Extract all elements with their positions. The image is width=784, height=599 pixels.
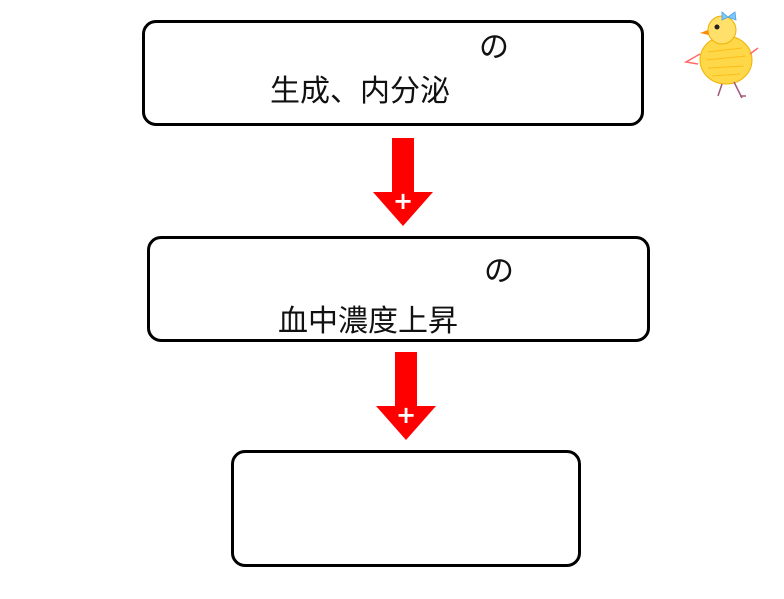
arrow1-head bbox=[373, 192, 433, 226]
arrow1-shaft bbox=[392, 138, 414, 192]
chick-eye bbox=[714, 24, 720, 30]
arrow2-head bbox=[376, 406, 436, 440]
flow-box-2: の 血中濃度上昇 bbox=[147, 236, 650, 342]
chick-beak bbox=[700, 30, 709, 35]
chick-wing-right bbox=[749, 47, 759, 55]
box2-particle-text: の bbox=[484, 254, 514, 289]
flow-box-1: の 生成、内分泌 bbox=[142, 20, 644, 126]
box2-main-text: 血中濃度上昇 bbox=[278, 304, 458, 339]
arrow2-shaft bbox=[395, 352, 417, 406]
chick-drawing-icon bbox=[683, 11, 759, 99]
down-arrow-2-icon: + bbox=[376, 352, 436, 440]
arrow1-plus-sign: + bbox=[393, 187, 413, 215]
down-arrow-1-icon: + bbox=[373, 138, 433, 226]
arrow2-plus-sign: + bbox=[396, 401, 416, 429]
chick-texture bbox=[705, 47, 747, 77]
box1-particle-text: の bbox=[479, 30, 509, 65]
chick-legs bbox=[717, 81, 746, 99]
box1-main-text: 生成、内分泌 bbox=[270, 74, 450, 109]
chick-bow bbox=[721, 11, 737, 21]
chick-wing-left bbox=[683, 53, 701, 65]
flow-box-3 bbox=[231, 450, 581, 567]
